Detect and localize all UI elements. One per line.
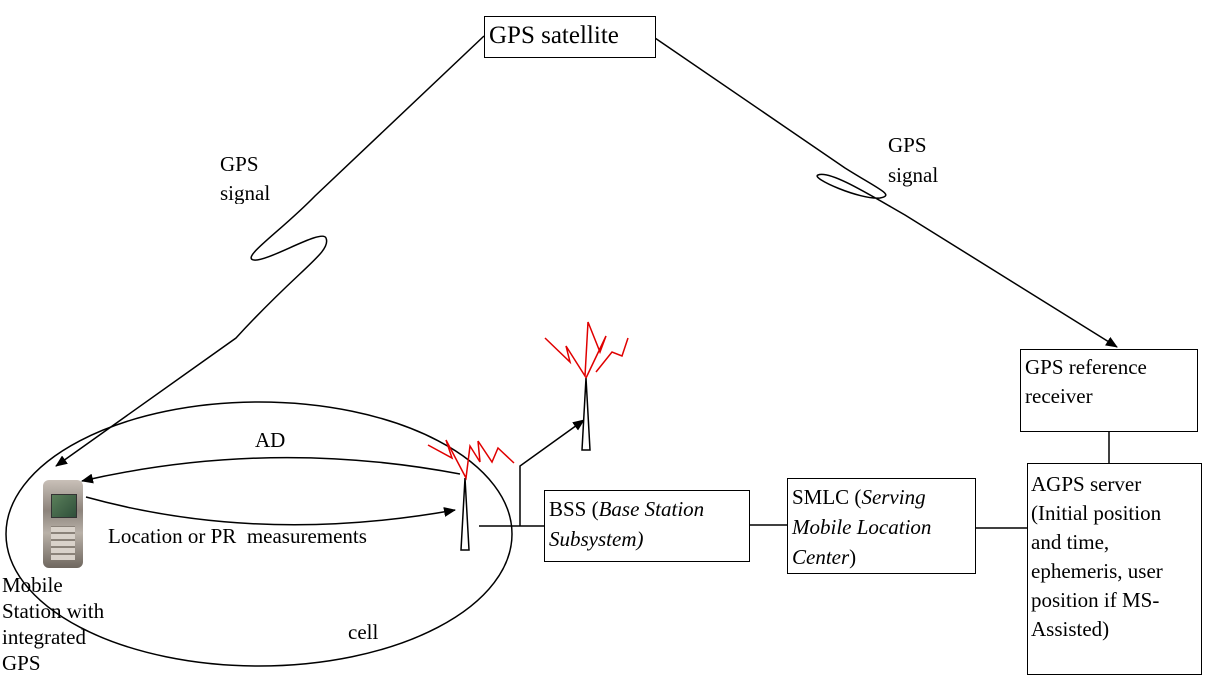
gps-signal-left-line1: GPS <box>220 152 259 176</box>
smlc-line-1: SMLC (Serving <box>792 482 971 512</box>
smlc-suffix: ) <box>849 545 857 569</box>
mobile-line-3: integrated <box>2 625 86 649</box>
mobile-station-label: Mobile Station with integrated GPS <box>2 572 104 676</box>
measurements-label: Location or PR measurements <box>108 524 367 548</box>
smlc-italic-1: Serving <box>861 485 926 509</box>
cell-antenna-wave-right <box>477 440 515 464</box>
agps-line-2: (Initial position <box>1031 501 1162 525</box>
ad-label: AD <box>255 428 286 452</box>
agps-line-4: ephemeris, user <box>1031 559 1163 583</box>
gps-reference-receiver-line2: receiver <box>1025 384 1093 408</box>
phone-keypad <box>51 526 75 560</box>
second-antenna-mast <box>581 377 591 451</box>
agps-line-1: AGPS server <box>1031 472 1142 496</box>
gps-signal-label-left: GPS signal <box>220 150 270 204</box>
cell-label: cell <box>348 620 379 644</box>
smlc-line-3: Center) <box>792 542 971 572</box>
bss-box: BSS (Base Station Subsystem) <box>544 490 750 562</box>
mobile-line-2: Station with <box>2 599 105 623</box>
smlc-box: SMLC (Serving Mobile Location Center) <box>787 478 976 574</box>
gps-signal-right-line1: GPS <box>888 133 927 157</box>
smlc-italic-2: Mobile Location <box>792 515 932 539</box>
gps-signal-right-line2: signal <box>888 163 939 187</box>
smlc-italic-3: Center <box>792 545 850 569</box>
gps-reference-receiver-box: GPS reference receiver <box>1020 349 1198 432</box>
mobile-line-4: GPS <box>2 651 41 675</box>
cell-ellipse <box>5 401 513 667</box>
branch-to-second-antenna <box>519 419 585 526</box>
gps-reference-receiver-line1: GPS reference <box>1025 355 1147 379</box>
bss-line-1: BSS (Base Station <box>549 494 745 524</box>
gps-satellite-box: GPS satellite <box>484 16 656 58</box>
gps-satellite-label: GPS satellite <box>489 22 619 49</box>
cell-antenna-wave <box>427 439 481 481</box>
agps-server-box: AGPS server (Initial position and time, … <box>1027 463 1202 675</box>
gps-signal-left-line2: signal <box>220 181 271 204</box>
cell-antenna-mast <box>460 477 470 551</box>
agps-line-3: and time, <box>1031 530 1110 554</box>
second-antenna-wave-right <box>595 337 629 373</box>
mobile-phone-image <box>43 480 83 568</box>
gps-signal-path-right <box>654 37 1118 348</box>
bss-italic-2: Subsystem) <box>549 527 644 551</box>
smlc-prefix: SMLC ( <box>792 485 862 509</box>
gps-signal-label-right: GPS signal <box>888 130 938 190</box>
mobile-line-1: Mobile <box>2 573 63 597</box>
agps-line-5: position if MS- <box>1031 588 1160 612</box>
phone-screen <box>51 494 77 518</box>
gps-signal-path-left <box>55 35 485 467</box>
agps-line-6: Assisted) <box>1031 617 1110 641</box>
bss-prefix: BSS ( <box>549 497 599 521</box>
bss-italic-1: Base Station <box>598 497 705 521</box>
ad-arrow <box>81 456 461 484</box>
measurement-arrow <box>85 496 456 526</box>
second-antenna-wave <box>544 321 607 379</box>
